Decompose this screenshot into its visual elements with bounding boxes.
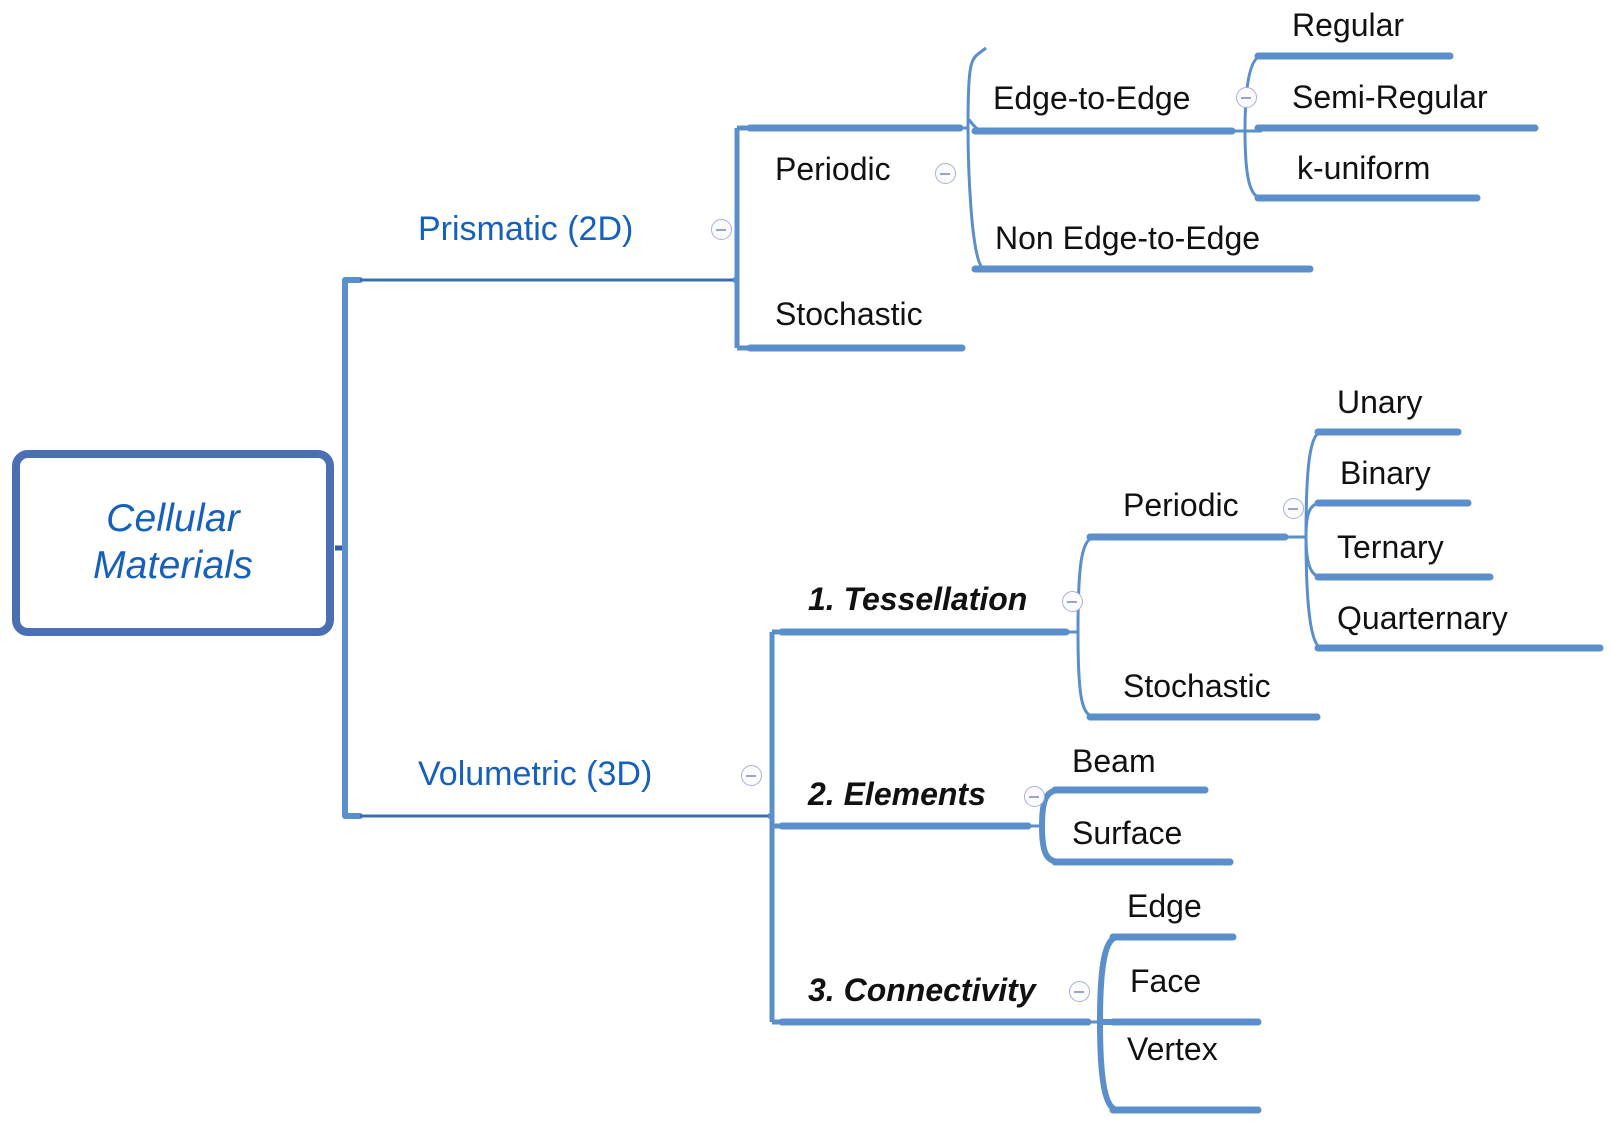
node-ternary[interactable]: Ternary <box>1337 531 1444 563</box>
collapse-icon-elements[interactable] <box>1024 786 1045 807</box>
node-quarternary-label: Quarternary <box>1337 600 1508 636</box>
node-non-edge-to-edge-label: Non Edge-to-Edge <box>995 220 1261 256</box>
node-tessellation-label: 1. Tessellation <box>808 581 1028 617</box>
root-node[interactable]: Cellular Materials <box>12 450 334 636</box>
collapse-icon-connectivity[interactable] <box>1069 981 1090 1002</box>
root-node-label: Cellular Materials <box>92 497 253 587</box>
node-elements[interactable]: 2. Elements <box>808 778 986 810</box>
node-tessellation[interactable]: 1. Tessellation <box>808 583 1027 615</box>
node-prismatic-stochastic-label: Stochastic <box>775 296 923 332</box>
node-semi-regular-label: Semi-Regular <box>1292 79 1488 115</box>
collapse-icon-prismatic-periodic[interactable] <box>935 163 956 184</box>
node-edge-label: Edge <box>1127 888 1202 924</box>
node-surface[interactable]: Surface <box>1072 817 1182 849</box>
node-vol-periodic[interactable]: Periodic <box>1123 489 1239 521</box>
node-binary-label: Binary <box>1340 455 1431 491</box>
node-edge-to-edge[interactable]: Edge-to-Edge <box>993 82 1190 114</box>
collapse-icon-edge-to-edge[interactable] <box>1236 87 1257 108</box>
collapse-icon-tessellation[interactable] <box>1062 591 1083 612</box>
node-ternary-label: Ternary <box>1337 529 1444 565</box>
node-unary-label: Unary <box>1337 384 1423 420</box>
node-edge-to-edge-label: Edge-to-Edge <box>993 80 1191 116</box>
node-vol-stochastic[interactable]: Stochastic <box>1123 670 1271 702</box>
node-k-uniform[interactable]: k-uniform <box>1297 152 1430 184</box>
node-regular-label: Regular <box>1292 7 1405 43</box>
node-vertex-label: Vertex <box>1127 1031 1218 1067</box>
node-unary[interactable]: Unary <box>1337 386 1422 418</box>
node-beam[interactable]: Beam <box>1072 745 1156 777</box>
node-k-uniform-label: k-uniform <box>1297 150 1431 186</box>
node-regular[interactable]: Regular <box>1292 9 1404 41</box>
node-connectivity-label: 3. Connectivity <box>808 972 1036 1008</box>
node-beam-label: Beam <box>1072 743 1156 779</box>
node-edge[interactable]: Edge <box>1127 890 1202 922</box>
node-face-label: Face <box>1130 963 1202 999</box>
collapse-icon-vol-periodic[interactable] <box>1283 498 1304 519</box>
node-elements-label: 2. Elements <box>808 776 986 812</box>
node-prismatic-2d-label: Prismatic (2D) <box>418 210 634 248</box>
node-vertex[interactable]: Vertex <box>1127 1033 1218 1065</box>
collapse-icon-volumetric-3d[interactable] <box>741 765 762 786</box>
node-volumetric-3d[interactable]: Volumetric (3D) <box>418 757 652 791</box>
node-prismatic-periodic[interactable]: Periodic <box>775 153 891 185</box>
node-prismatic-stochastic[interactable]: Stochastic <box>775 298 923 330</box>
node-vol-stochastic-label: Stochastic <box>1123 668 1271 704</box>
node-face[interactable]: Face <box>1130 965 1201 997</box>
node-vol-periodic-label: Periodic <box>1123 487 1239 523</box>
node-non-edge-to-edge[interactable]: Non Edge-to-Edge <box>995 222 1260 254</box>
node-semi-regular[interactable]: Semi-Regular <box>1292 81 1488 113</box>
node-surface-label: Surface <box>1072 815 1183 851</box>
node-quarternary[interactable]: Quarternary <box>1337 602 1508 634</box>
node-prismatic-2d[interactable]: Prismatic (2D) <box>418 212 633 246</box>
collapse-icon-prismatic-2d[interactable] <box>711 219 732 240</box>
node-connectivity[interactable]: 3. Connectivity <box>808 974 1036 1006</box>
node-prismatic-periodic-label: Periodic <box>775 151 891 187</box>
node-volumetric-3d-label: Volumetric (3D) <box>418 755 653 793</box>
node-binary[interactable]: Binary <box>1340 457 1431 489</box>
